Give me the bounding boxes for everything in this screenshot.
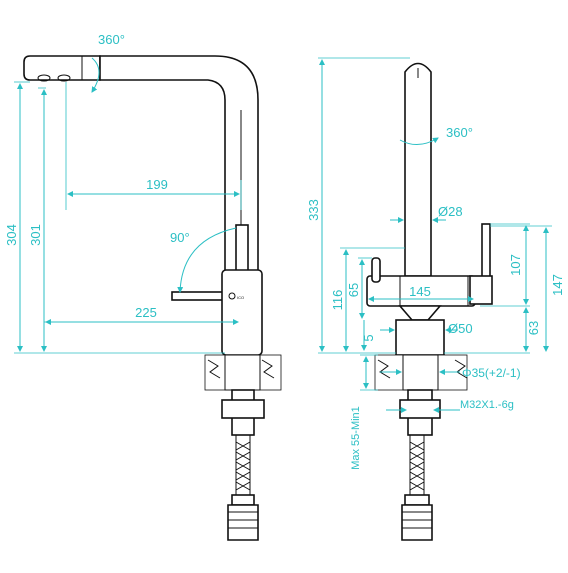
dim-5: 5 xyxy=(361,334,376,341)
dim-116: 116 xyxy=(330,290,345,311)
right-lever xyxy=(481,223,491,285)
front-view: 360° 333 Ø28 116 65 145 107 147 63 xyxy=(306,57,565,541)
dim-o28: Ø28 xyxy=(438,204,463,219)
side-view: ICO 304 301 199 225 360° xyxy=(4,32,282,541)
mount-nut xyxy=(221,399,265,419)
braided-hose xyxy=(235,435,251,495)
dim-hole-diameter: Φ35(+2/-1) xyxy=(462,366,521,380)
front-base xyxy=(395,319,445,356)
mount-base xyxy=(204,354,282,391)
svg-text:ICO: ICO xyxy=(237,295,244,300)
dim-147: 147 xyxy=(550,274,565,296)
dim-225: 225 xyxy=(135,305,157,320)
front-spout xyxy=(404,62,432,277)
dim-max-mount: Max 55-Min1 xyxy=(350,406,362,470)
dim-63: 63 xyxy=(526,321,541,335)
lever-angle-label: 90° xyxy=(170,230,190,245)
dim-65: 65 xyxy=(346,283,361,297)
dim-333: 333 xyxy=(306,199,321,221)
dim-145: 145 xyxy=(409,284,431,299)
dim-199: 199 xyxy=(146,177,168,192)
right-handle xyxy=(469,275,493,305)
dim-thread: M32X1.-6g xyxy=(460,399,514,411)
dim-301: 301 xyxy=(28,224,43,246)
rotation-label-front: 360° xyxy=(446,125,473,140)
dim-107: 107 xyxy=(508,254,523,276)
tap-body xyxy=(221,269,263,356)
dim-304: 304 xyxy=(4,224,19,246)
spout-head xyxy=(23,55,101,81)
dim-o50: Ø50 xyxy=(448,321,473,336)
rotation-label-side: 360° xyxy=(98,32,125,47)
left-lever xyxy=(371,257,381,283)
